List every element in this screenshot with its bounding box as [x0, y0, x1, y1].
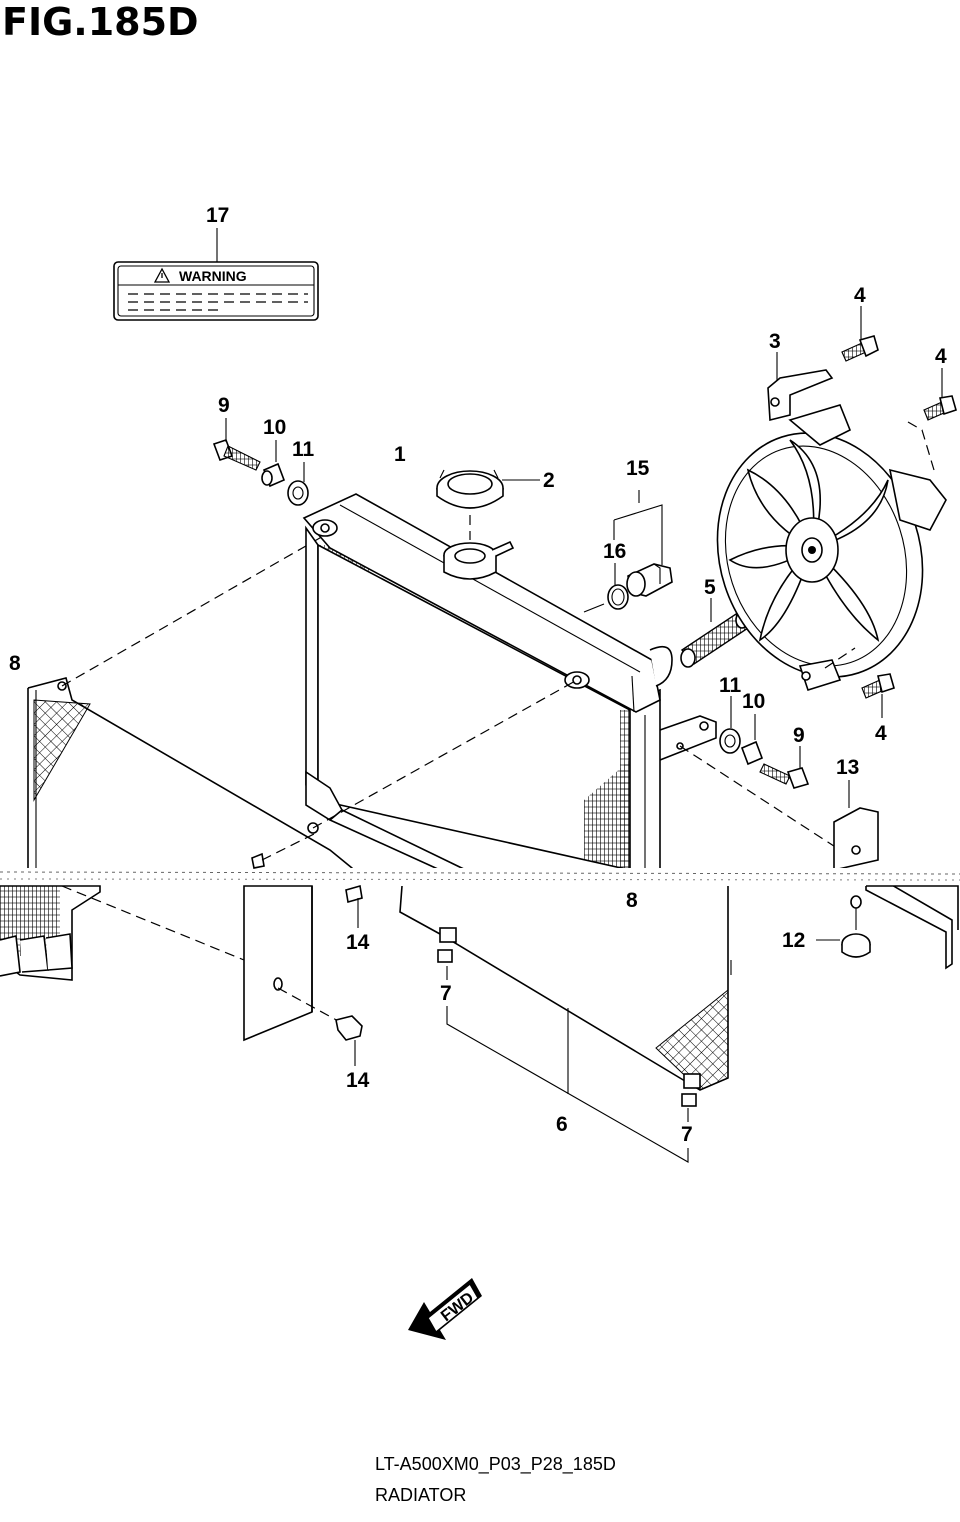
callout-6: 6 — [556, 1113, 568, 1136]
callout-10: 10 — [742, 690, 765, 713]
callout-12: 12 — [782, 929, 805, 952]
callout-15: 15 — [626, 457, 650, 480]
callout-11: 11 — [292, 438, 315, 461]
callout-11: 11 — [719, 674, 742, 697]
warning-label-text: WARNING — [179, 268, 247, 284]
callout-8: 8 — [9, 652, 21, 675]
fan-bolt — [841, 335, 879, 362]
cooling-fan — [716, 369, 947, 691]
warning-label: WARNING — [113, 261, 319, 321]
callout-3: 3 — [769, 330, 781, 353]
model-code: LT-A500XM0_P03_P28_185D — [375, 1454, 616, 1474]
callout-17: 17 — [206, 204, 229, 227]
callout-4: 4 — [875, 722, 887, 745]
lower-left-shroud — [0, 885, 101, 981]
mounting-bolt — [759, 763, 810, 789]
figure-title: FIG.185D — [2, 0, 199, 44]
fan-shroud-edge — [866, 885, 959, 930]
screw — [251, 833, 315, 869]
callout-2: 2 — [543, 469, 555, 492]
callout-8: 8 — [626, 889, 638, 912]
callout-9: 9 — [793, 724, 805, 747]
damper-grommet — [841, 895, 871, 958]
callout-7: 7 — [440, 982, 452, 1005]
collar — [740, 740, 764, 766]
radiator-assembly — [302, 493, 673, 881]
grommet — [287, 480, 309, 506]
warning-triangle-icon — [153, 267, 171, 283]
radiator-guard — [399, 885, 732, 1107]
lower-shroud-panel — [61, 885, 341, 1042]
mounting-bolt — [212, 438, 261, 471]
callout-4: 4 — [935, 345, 947, 368]
clip-screw — [335, 1015, 363, 1041]
callout-1: 1 — [394, 443, 406, 466]
fan-bolt — [861, 673, 895, 699]
callout-4: 4 — [854, 284, 866, 307]
left-shroud-panel — [27, 534, 353, 880]
callout-13: 13 — [836, 756, 859, 779]
fan-mount-bracket — [833, 807, 953, 970]
callout-16: 16 — [603, 540, 626, 563]
callout-14: 14 — [346, 931, 370, 954]
callout-5: 5 — [704, 576, 716, 599]
callout-10: 10 — [263, 416, 286, 439]
clip-screw — [345, 884, 363, 904]
thermo-switch — [626, 563, 673, 597]
radiator-hose — [680, 611, 750, 668]
callout-14: 14 — [346, 1069, 370, 1092]
radiator-cap — [436, 469, 504, 540]
o-ring — [607, 584, 629, 610]
callout-7: 7 — [681, 1123, 693, 1146]
forward-arrow-icon: FWD — [408, 1278, 482, 1340]
scan-artifact-band — [0, 868, 960, 886]
fan-bolt — [923, 395, 957, 421]
diagram-name: RADIATOR — [375, 1485, 467, 1505]
callout-9: 9 — [218, 394, 230, 417]
collar — [261, 462, 286, 488]
grommet — [719, 728, 741, 754]
